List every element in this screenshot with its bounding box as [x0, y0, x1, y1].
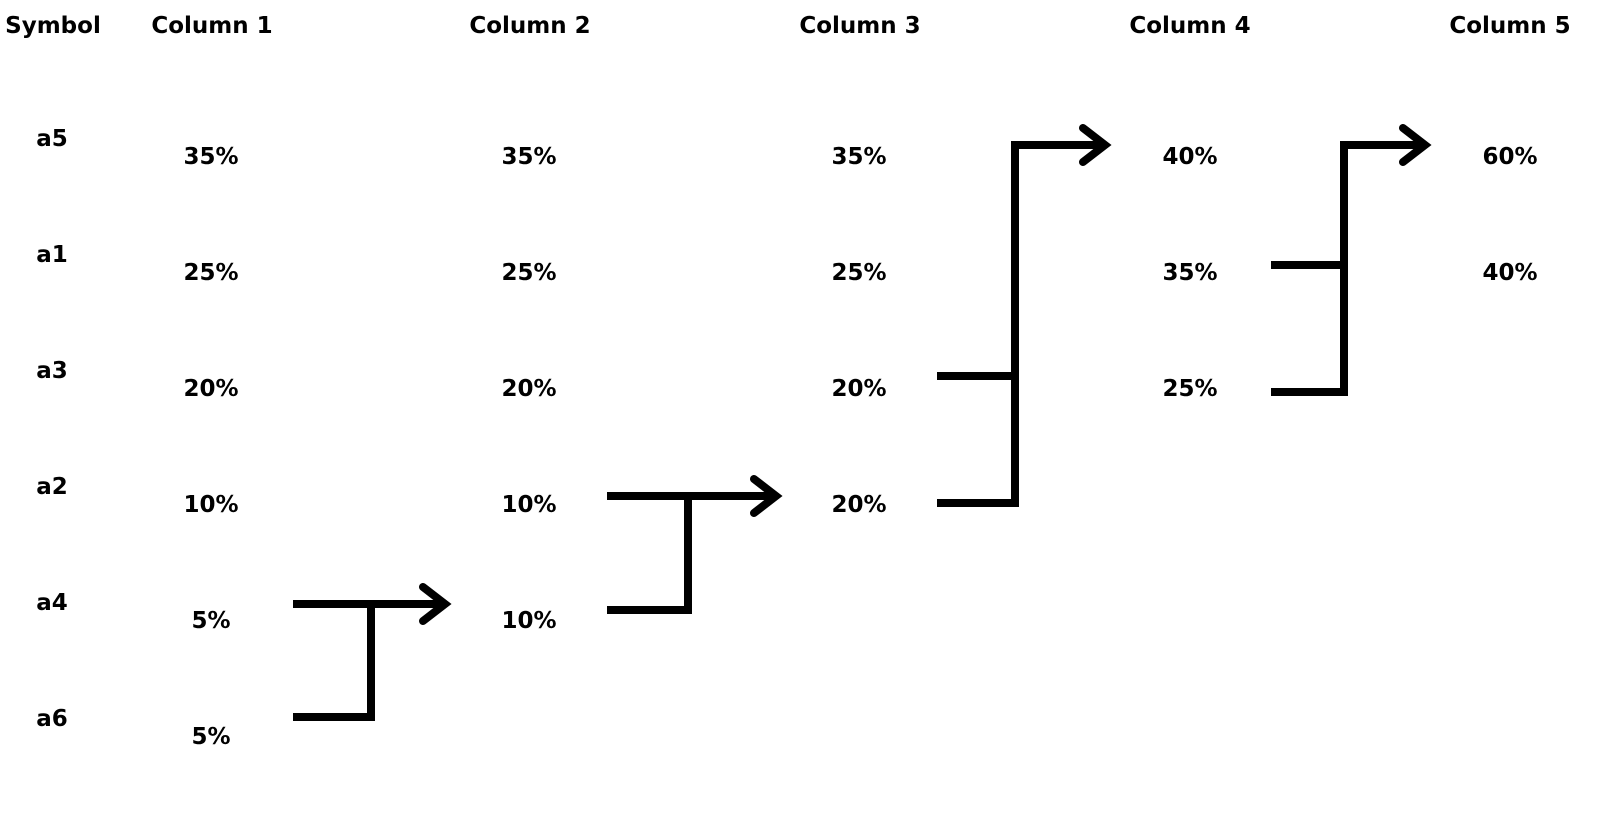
- symbol-label: a5: [36, 126, 68, 152]
- arrowhead-icon: [1079, 124, 1112, 166]
- column-2-value: 20%: [501, 376, 557, 402]
- column-3-value: 20%: [831, 376, 887, 402]
- symbol-label: a4: [36, 590, 68, 616]
- column-5-value: 60%: [1482, 144, 1538, 170]
- column-4-value: 25%: [1162, 376, 1218, 402]
- connector-path: [293, 604, 375, 721]
- merge-connector-col2-to-col3: [607, 475, 783, 614]
- column-1-value: 35%: [183, 144, 239, 170]
- column-3-value: 20%: [831, 492, 887, 518]
- header-column-1: Column 1: [151, 13, 273, 39]
- symbol-label: a2: [36, 474, 68, 500]
- connector-path: [937, 141, 1102, 507]
- merge-connector-col1-to-col2: [293, 583, 452, 721]
- merge-connector-col3-to-col4: [937, 124, 1112, 507]
- symbol-label: a1: [36, 242, 68, 268]
- column-1-value: 20%: [183, 376, 239, 402]
- arrowhead-icon: [419, 583, 452, 625]
- header-column-4: Column 4: [1129, 13, 1251, 39]
- header-symbol: Symbol: [5, 13, 101, 39]
- column-3-value: 25%: [831, 260, 887, 286]
- header-column-3: Column 3: [799, 13, 921, 39]
- column-1-value: 25%: [183, 260, 239, 286]
- column-2-value: 10%: [501, 492, 557, 518]
- symbol-label: a3: [36, 358, 68, 384]
- arrowhead-icon: [750, 475, 783, 517]
- arrowhead-icon: [1399, 124, 1432, 166]
- column-2-value: 10%: [501, 608, 557, 634]
- column-1-value: 10%: [183, 492, 239, 518]
- header-column-5: Column 5: [1449, 13, 1571, 39]
- connector-path: [607, 496, 692, 614]
- column-2-value: 25%: [501, 260, 557, 286]
- symbol-label: a6: [36, 706, 68, 732]
- column-4-value: 35%: [1162, 260, 1218, 286]
- column-2-value: 35%: [501, 144, 557, 170]
- column-4-value: 40%: [1162, 144, 1218, 170]
- merge-connector-col4-to-col5: [1271, 124, 1432, 396]
- column-3-value: 35%: [831, 144, 887, 170]
- header-column-2: Column 2: [469, 13, 591, 39]
- column-5-value: 40%: [1482, 260, 1538, 286]
- column-1-value: 5%: [191, 724, 231, 750]
- column-1-value: 5%: [191, 608, 231, 634]
